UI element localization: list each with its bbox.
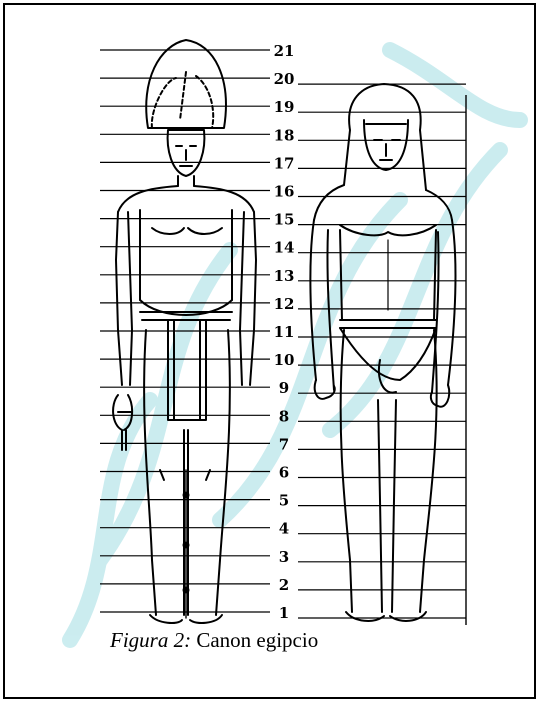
scale-number: 16 — [274, 183, 295, 201]
scale-number: 14 — [274, 239, 295, 257]
scale-number: 4 — [279, 520, 289, 538]
scale-number: 2 — [279, 576, 289, 594]
scale-number: 9 — [279, 379, 289, 397]
scale-number: 5 — [279, 492, 289, 510]
scale-number: 8 — [279, 407, 289, 425]
leg-right-outer — [216, 330, 230, 615]
scale-numbers: 212019181716151413121110987654321 — [274, 42, 295, 622]
figure-caption: Figura 2: Canon egipcio — [110, 628, 318, 653]
scale-number: 21 — [274, 42, 295, 60]
scale-number: 10 — [274, 351, 295, 369]
face-features — [176, 146, 196, 166]
caption-text: Canon egipcio — [191, 628, 318, 652]
scale-number: 19 — [274, 98, 295, 116]
crown-detail — [152, 72, 213, 128]
caption-prefix: Figura 2: — [110, 628, 191, 652]
leg-left — [341, 330, 352, 612]
loincloth-belt — [340, 320, 436, 328]
hair — [344, 84, 426, 190]
scale-number: 20 — [274, 70, 295, 88]
scale-number: 13 — [274, 267, 295, 285]
feet — [346, 612, 426, 621]
right-grid-lines — [298, 84, 466, 618]
scale-number: 3 — [279, 548, 289, 566]
scale-number: 17 — [274, 154, 295, 172]
scale-number: 12 — [274, 295, 295, 313]
scale-number: 6 — [279, 464, 289, 482]
scale-number: 7 — [279, 435, 289, 453]
scale-number: 1 — [279, 604, 289, 622]
scale-number: 15 — [274, 211, 295, 229]
scale-number: 18 — [274, 126, 295, 144]
scale-number: 11 — [274, 323, 295, 341]
